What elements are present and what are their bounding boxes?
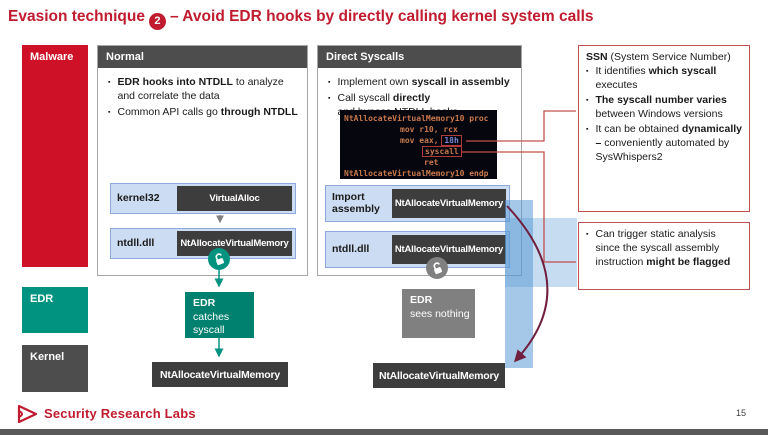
- ntallocatevirtualmemory-box: NtAllocateVirtualMemory: [177, 231, 292, 256]
- ntallocatevirtualmemory-box: NtAllocateVirtualMemory: [392, 189, 506, 218]
- technique-number-badge: 2: [148, 12, 166, 30]
- ntdll-row-normal: ntdll.dll NtAllocateVirtualMemory: [110, 228, 296, 259]
- edr-layer-label: EDR: [30, 293, 54, 305]
- kernel32-label: kernel32: [117, 191, 160, 204]
- edr-hook-active-icon: [208, 248, 230, 270]
- ntdll-row-direct: ntdll.dll NtAllocateVirtualMemory: [325, 231, 510, 268]
- bullet-item: ▪ EDR hooks into NTDLL to analyze and co…: [108, 76, 301, 104]
- bullet-marker: ▪: [586, 67, 589, 75]
- edr-layer-block: EDR: [22, 287, 88, 333]
- brand-name: Security Research Labs: [44, 406, 196, 421]
- bullet-text: Implement own syscall in assembly: [337, 76, 510, 88]
- kernel-layer-block: Kernel: [22, 345, 88, 392]
- malware-layer-label: Malware: [30, 51, 74, 63]
- ssn-panel: SSN (System Service Number) ▪ It identif…: [578, 45, 750, 212]
- title-prefix: Evasion technique: [8, 8, 145, 25]
- bullet-item: ▪ Common API calls go through NTDLL: [108, 106, 301, 120]
- bullet-text: It identifies which syscall executes: [595, 64, 717, 91]
- normal-column-header: Normal: [98, 46, 307, 68]
- code-line: NtAllocateVirtualMemory10 proc: [344, 114, 489, 123]
- bullet-text: It can be obtained dynamically – conveni…: [595, 122, 743, 163]
- virtualalloc-box: VirtualAlloc: [177, 186, 292, 211]
- bullet-item: ▪ The syscall number varies between Wind…: [586, 94, 742, 122]
- bullet-text: Common API calls go through NTDLL: [117, 105, 298, 118]
- bullet-text: The syscall number varies between Window…: [595, 93, 727, 120]
- title-suffix: – Avoid EDR hooks by directly calling ke…: [169, 8, 594, 25]
- bullet-item: ▪ It can be obtained dynamically – conve…: [586, 123, 742, 165]
- bullet-text: Can trigger static analysis since the sy…: [595, 228, 731, 268]
- bullet-text: EDR hooks into NTDLL to analyze and corr…: [117, 76, 284, 102]
- open-lock-icon: [433, 261, 442, 274]
- bullet-item: ▪ Implement own syscall in assembly: [328, 76, 515, 90]
- code-line: mov r10, rcx: [400, 125, 458, 134]
- assembly-code-block: NtAllocateVirtualMemory10 proc mov r10, …: [340, 110, 497, 179]
- page-number: 15: [736, 408, 747, 418]
- ntallocatevirtualmemory-box: NtAllocateVirtualMemory: [392, 235, 506, 264]
- ntdll-label: ntdll.dll: [117, 236, 155, 249]
- static-analysis-warning-panel: ▪ Can trigger static analysis since the …: [578, 222, 750, 290]
- bullet-marker: ▪: [328, 95, 331, 102]
- brand-logo-icon: [17, 404, 38, 424]
- kernel-syscall-box-normal: NtAllocateVirtualMemory: [152, 362, 288, 387]
- bullet-marker: ▪: [586, 96, 589, 104]
- direct-syscalls-bullets: ▪ Implement own syscall in assembly ▪ Ca…: [318, 68, 521, 120]
- bullet-item: ▪ Can trigger static analysis since the …: [586, 228, 742, 270]
- code-line: mov eax, 18h: [344, 135, 497, 146]
- ntdll-label: ntdll.dll: [332, 242, 370, 255]
- syscall-path-highlight-horizontal: [505, 218, 577, 287]
- bullet-marker: ▪: [586, 231, 589, 238]
- direct-syscalls-header: Direct Syscalls: [318, 46, 521, 68]
- malware-layer-block: Malware: [22, 45, 88, 267]
- normal-column-bullets: ▪ EDR hooks into NTDLL to analyze and co…: [98, 68, 307, 120]
- bullet-marker: ▪: [586, 125, 589, 133]
- syscall-number-highlight: 18h: [441, 135, 462, 146]
- code-line: ret: [424, 158, 439, 167]
- bullet-marker: ▪: [328, 79, 331, 86]
- edr-hook-bypassed-icon: [426, 257, 448, 279]
- ssn-panel-title: SSN (System Service Number): [586, 51, 731, 63]
- syscall-instruction-highlight: syscall: [422, 146, 462, 157]
- kernel32-row: kernel32 VirtualAlloc: [110, 183, 296, 214]
- bullet-marker: ▪: [108, 79, 111, 86]
- bullet-marker: ▪: [108, 108, 111, 116]
- bullet-item: ▪ It identifies which syscall executes: [586, 65, 742, 93]
- code-line: NtAllocateVirtualMemory10 endp: [344, 169, 489, 178]
- kernel-syscall-box-direct: NtAllocateVirtualMemory: [373, 363, 505, 388]
- kernel-layer-label: Kernel: [30, 351, 65, 363]
- footer-bar: [0, 429, 768, 435]
- open-lock-icon: [215, 252, 224, 265]
- code-line: syscall: [344, 146, 497, 157]
